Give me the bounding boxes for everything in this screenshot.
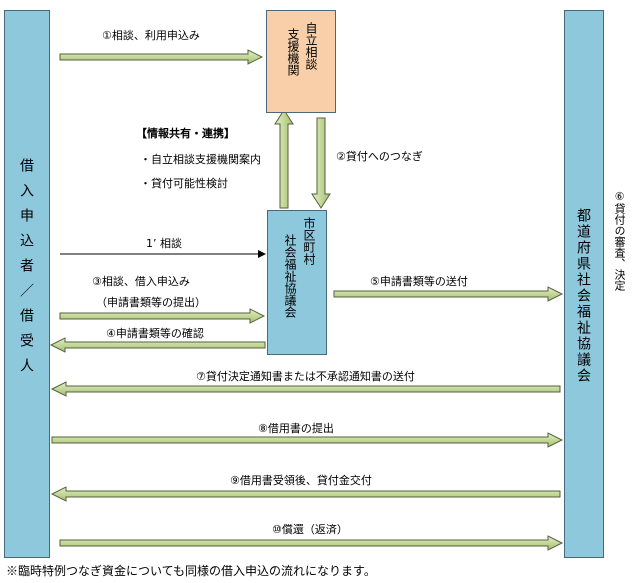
municipal-council-box: [267, 210, 327, 355]
footnote: ※臨時特例つなぎ資金についても同様の借入申込の流れになります。: [6, 564, 376, 578]
arrow-step-10: [59, 535, 564, 551]
independent-support-box: [266, 10, 336, 113]
arrow-info-share: [274, 109, 294, 209]
step-6-label: ⑥貸付の審査、決定: [613, 190, 626, 291]
arrow-step-8: [51, 432, 564, 448]
independent-support-label-2: 支援機関: [286, 28, 300, 76]
step-1b-label: 1’ 相談: [146, 237, 182, 250]
arrow-step-1: [59, 49, 264, 65]
independent-support-label-1: 自立相談: [304, 22, 318, 70]
municipal-council-label-2: 社会福祉協議会: [283, 234, 297, 318]
arrow-step-2: [311, 117, 331, 209]
info-item-1: ・自立相談支援機関案内: [140, 153, 261, 166]
info-title: 【情報共有・連携】: [136, 127, 235, 140]
step-3-sub-label: （申請書類等の提出）: [96, 296, 206, 309]
step-5-label: ⑤申請書類等の送付: [370, 275, 468, 288]
step-2-label: ②貸付へのつなぎ: [336, 150, 423, 163]
arrow-step-7: [50, 381, 561, 397]
arrow-step-5: [333, 286, 564, 302]
borrower-label: 借入申込者／借受人: [18, 158, 34, 383]
step-7-label: ⑦貸付決定通知書または不承認通知書の送付: [196, 370, 415, 383]
info-item-2: ・貸付可能性検討: [140, 177, 228, 190]
arrow-step-3: [59, 308, 266, 324]
borrower-box: [4, 10, 50, 558]
prefectural-council-box: [564, 10, 604, 558]
arrow-step-9: [50, 486, 561, 502]
step-4-label: ④申請書類等の確認: [106, 327, 204, 340]
prefectural-council-label: 都道府県社会福祉協議会: [575, 208, 591, 384]
step-3-label: ③相談、借入申込み: [92, 275, 190, 288]
municipal-council-label-1: 市区町村: [302, 217, 316, 265]
arrow-step-4: [49, 337, 266, 353]
step-10-label: ⑩償還（返済）: [272, 523, 348, 536]
step-9-label: ⑨借用書受領後、貸付金交付: [230, 474, 372, 487]
step-8-label: ⑧借用書の提出: [258, 422, 334, 435]
step-1-label: ①相談、利用申込み: [102, 29, 200, 42]
